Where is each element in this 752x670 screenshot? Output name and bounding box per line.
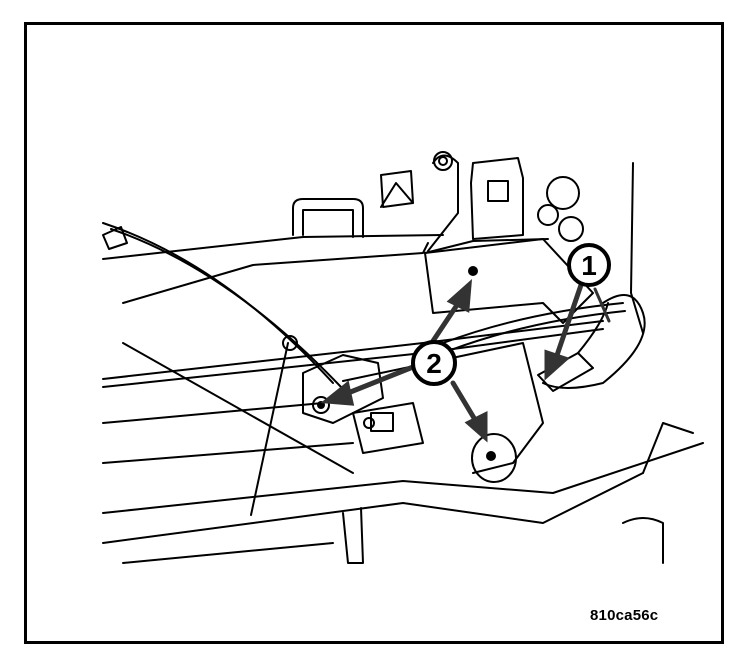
figure-code: 810ca56c <box>590 607 659 624</box>
lower-bracket-hole <box>363 417 375 429</box>
upright-nut-inner <box>438 156 448 166</box>
lower-bracket <box>352 402 424 454</box>
arrow-1-to-harness <box>593 287 611 323</box>
arrow-2-head-left <box>320 380 355 406</box>
bolt-boss-lower <box>471 433 517 483</box>
linkage-rod-vertical <box>250 342 289 516</box>
bolt-boss-upper <box>468 266 478 276</box>
pivot-bracket <box>302 354 384 424</box>
harness-wire-1 <box>442 302 624 344</box>
harness-wire-2 <box>447 310 626 352</box>
callout-2: 2 <box>411 340 457 386</box>
technical-illustration: 1 2 <box>102 151 704 564</box>
upright-nut <box>433 151 453 171</box>
harness-loop <box>542 294 646 389</box>
cowl-top-edge <box>122 242 429 304</box>
rod-joint <box>282 335 298 351</box>
bolt-boss-lower-center <box>486 451 496 461</box>
label-plate <box>380 170 414 208</box>
clip-bracket <box>470 157 524 240</box>
label-plate-mark <box>380 182 414 208</box>
arrow-2-to-left-bolt <box>340 364 416 398</box>
lower-sill-2 <box>102 472 644 544</box>
grommet-mid <box>537 204 559 226</box>
callout-1-label: 1 <box>581 250 597 281</box>
arrow-2-to-lower-bolt <box>450 380 480 426</box>
linkage-rod-lower <box>122 342 354 474</box>
callout-2-label: 2 <box>426 348 442 379</box>
drive-link <box>342 342 544 474</box>
grommet-large <box>546 176 580 210</box>
lower-sill-3 <box>122 542 334 564</box>
arrow-1-head <box>544 349 570 381</box>
grommet-small <box>558 216 584 242</box>
bolt-boss-left-center <box>317 401 325 409</box>
bracket-handle-inner <box>302 209 354 238</box>
connector-plug-lead <box>577 302 609 354</box>
lower-bracket-slot <box>370 412 394 432</box>
harness-right-vertical <box>630 162 644 334</box>
clip-square <box>487 180 509 202</box>
callout-arrows <box>320 278 611 443</box>
bracket-handle <box>292 198 364 238</box>
right-corner-bracket <box>622 517 664 564</box>
cowl-lower-line-1 <box>102 402 324 424</box>
motor-housing-top <box>424 238 549 254</box>
lower-right-edge <box>642 422 694 474</box>
callout-1-circle <box>567 243 611 287</box>
arrow-2-head-lower <box>464 410 488 443</box>
diagram-frame: 1 2 810ca56c <box>24 22 724 644</box>
bolt-boss-left <box>312 396 330 414</box>
arrow-1-to-connector <box>552 282 584 364</box>
lower-sill-1 <box>102 442 704 514</box>
arrow-2-head-upper <box>446 278 473 313</box>
cowl-screen-line-1 <box>102 320 604 380</box>
cowl-lower-line-2 <box>102 442 354 464</box>
lower-strut <box>342 507 364 564</box>
callout-2-circle <box>411 340 457 386</box>
callout-1: 1 <box>567 243 611 287</box>
left-clip <box>102 226 128 250</box>
left-upright-bracket <box>427 154 459 252</box>
linkage-rod-upper-b <box>110 228 342 388</box>
